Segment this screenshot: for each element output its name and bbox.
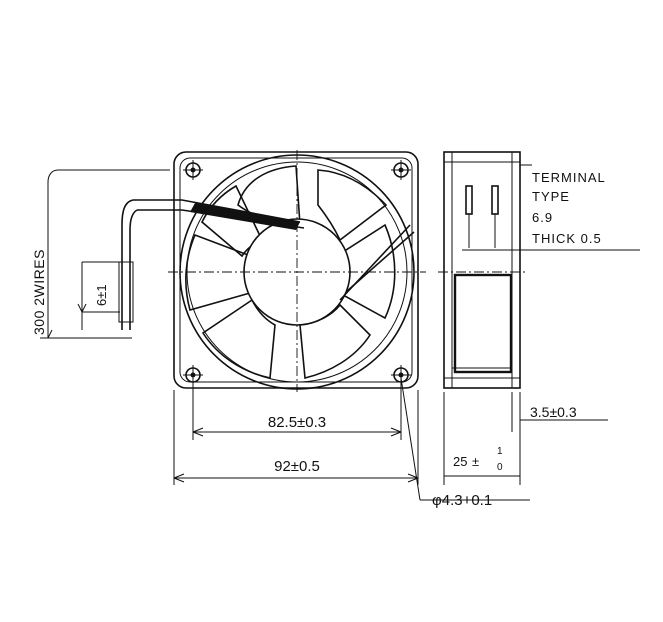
side-body [443, 151, 521, 389]
side-view [438, 151, 526, 389]
flange-label: 3.5±0.3 [530, 404, 577, 420]
depth-tol-upper: 1 [497, 446, 503, 457]
terminal-line4: THICK 0.5 [532, 231, 602, 246]
side-inner-box [453, 273, 513, 374]
dimensions [40, 164, 640, 501]
depth-main-label: 25 [453, 454, 467, 469]
wires-label: 300 2WIRES [31, 249, 47, 335]
hole-label: φ4.3+0.1 [432, 492, 492, 509]
blade [185, 233, 252, 311]
blade [201, 298, 276, 379]
depth-pm-label: ± [472, 454, 479, 469]
blade [317, 169, 388, 242]
lead-wire [118, 199, 305, 330]
terminal-pin [491, 185, 499, 215]
terminal-line2: TYPE [532, 189, 570, 204]
inner-pitch-label: 82.5±0.3 [268, 414, 326, 431]
frame-outer [173, 151, 419, 389]
terminal-line1: TERMINAL [532, 170, 606, 185]
mount-hole-tr [391, 160, 411, 180]
front-view [118, 150, 426, 392]
terminal-pin [465, 185, 473, 215]
terminal-line3: 6.9 [532, 210, 553, 225]
strip-label: 6±1 [94, 284, 109, 306]
center-lines [168, 150, 426, 392]
mount-hole-tl [183, 160, 203, 180]
outer-width-label: 92±0.5 [274, 458, 320, 475]
support-spokes [339, 224, 415, 301]
depth-tol-lower: 0 [497, 462, 503, 473]
